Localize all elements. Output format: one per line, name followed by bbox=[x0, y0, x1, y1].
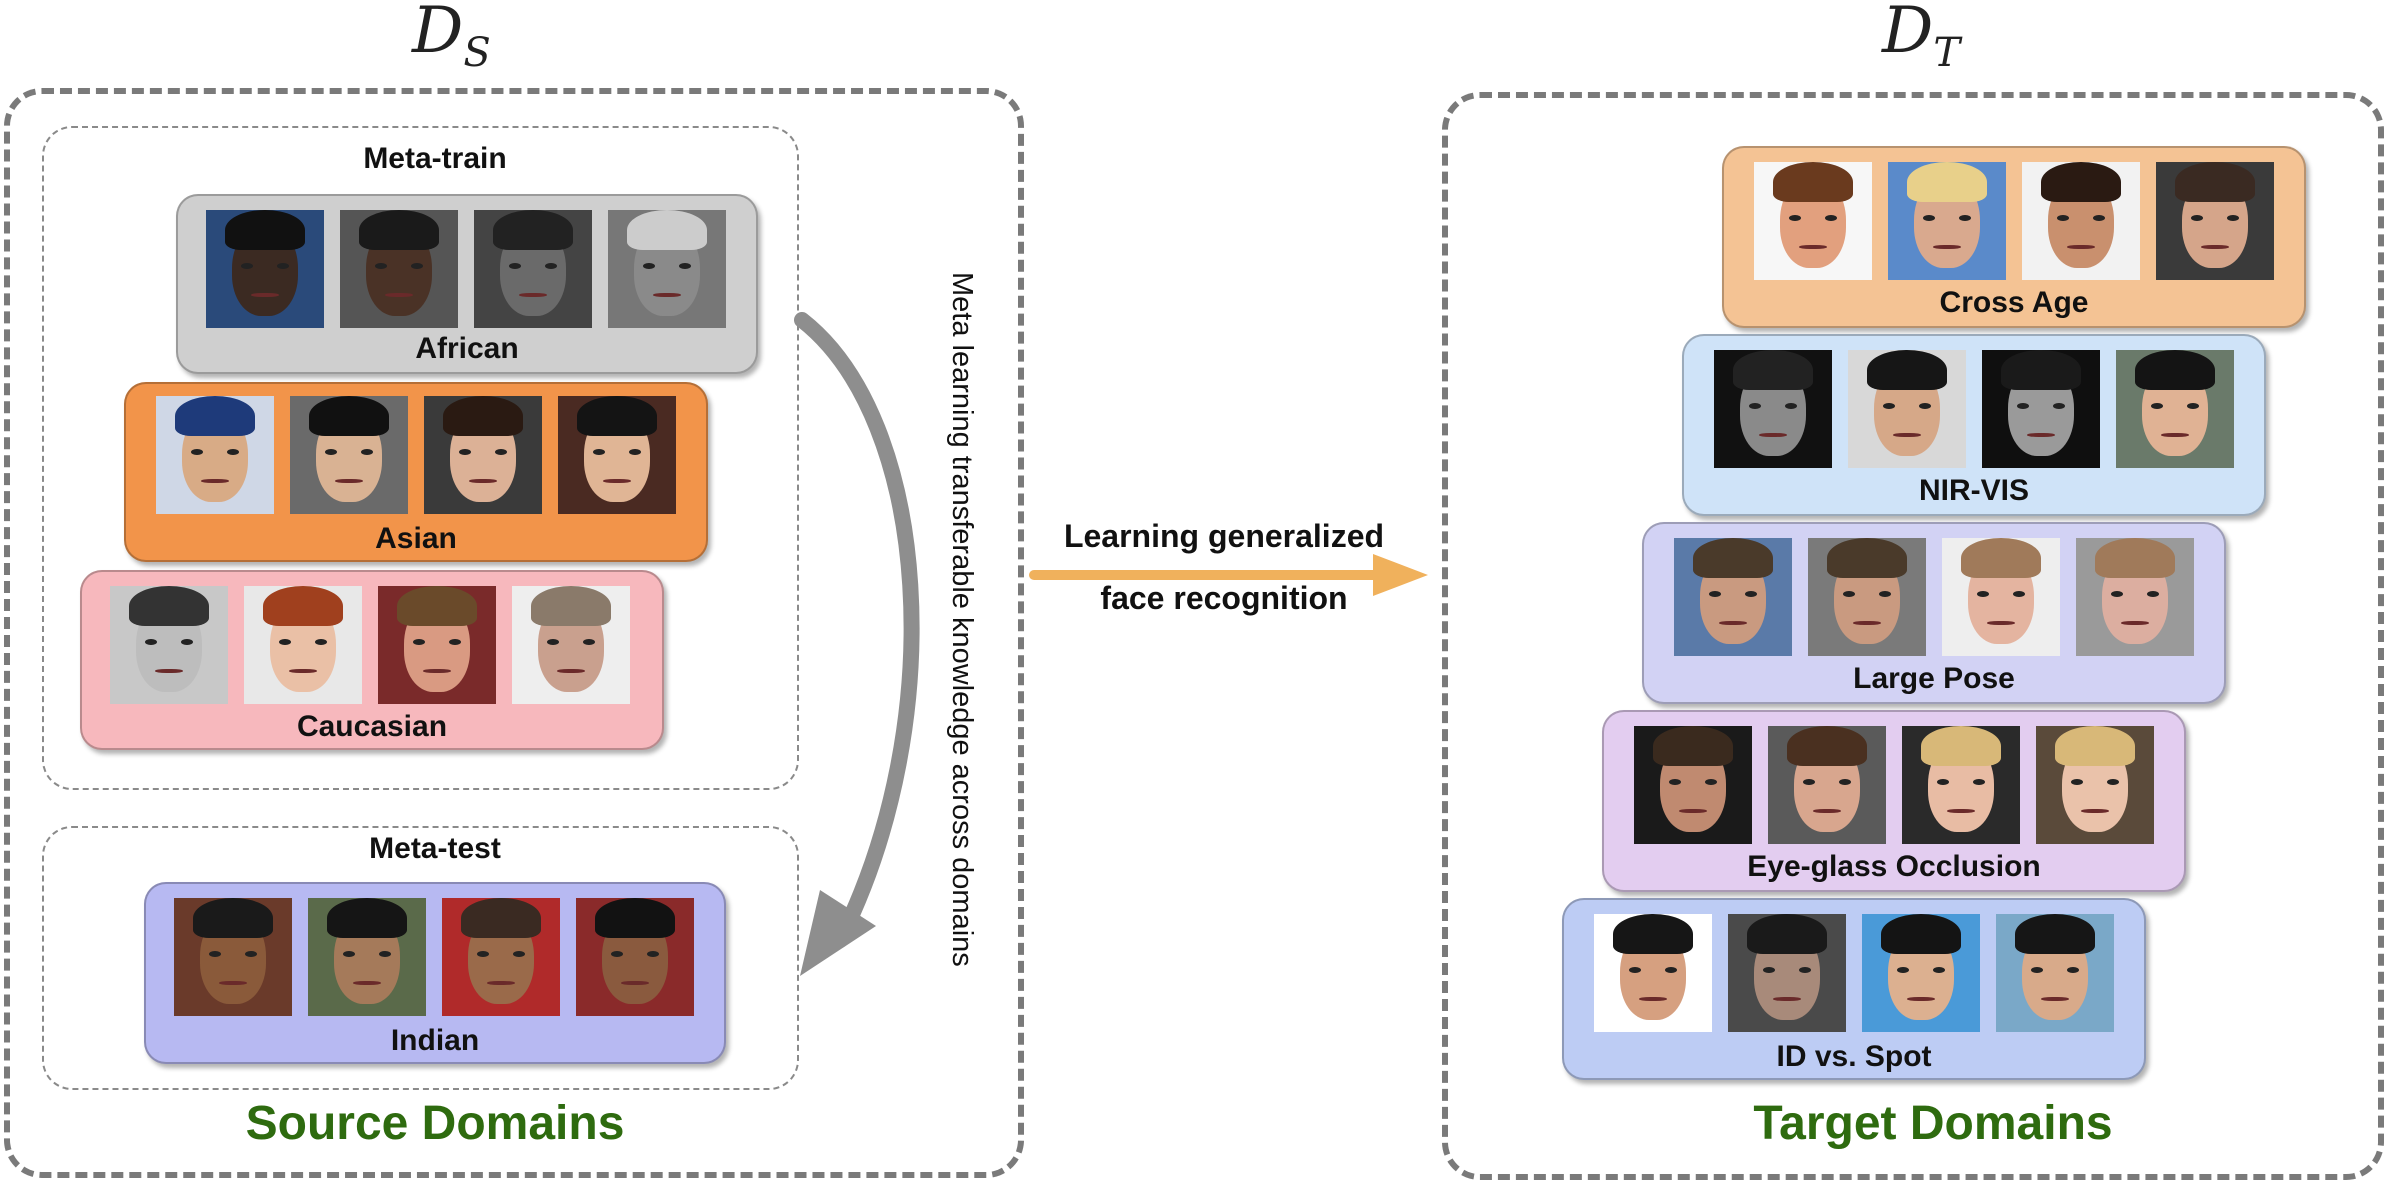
domain-label: NIR-VIS bbox=[1918, 474, 2029, 507]
face-photo bbox=[2076, 538, 2194, 656]
target-domains-panel bbox=[1442, 92, 2384, 1180]
face-photo bbox=[1768, 726, 1886, 844]
domain-label: Caucasian bbox=[296, 710, 448, 743]
meta-train-group bbox=[42, 126, 799, 790]
source-domains-panel bbox=[4, 88, 1024, 1178]
face-photo bbox=[2116, 350, 2234, 468]
meta-test-group bbox=[42, 826, 799, 1090]
face-photo bbox=[2036, 726, 2154, 844]
domain-id-vs-spot: ID vs. Spot bbox=[1562, 898, 2146, 1080]
face-photo bbox=[1674, 538, 1792, 656]
domain-label: Eye-glass Occlusion bbox=[1747, 850, 2041, 883]
face-photo bbox=[156, 396, 274, 514]
domain-label: Asian bbox=[375, 522, 457, 555]
domain-label: Indian bbox=[390, 1024, 480, 1057]
face-photo bbox=[244, 586, 362, 704]
face-photo bbox=[206, 210, 324, 328]
face-photo bbox=[474, 210, 592, 328]
meta-learning-arc-arrow bbox=[794, 312, 920, 976]
face-photo bbox=[1862, 914, 1980, 1032]
domain-eye-glass-occlusion: Eye-glass Occlusion bbox=[1602, 710, 2186, 892]
target-set-subscript: T bbox=[1933, 29, 1960, 76]
domain-caucasian: Caucasian bbox=[80, 570, 664, 750]
domain-african: African bbox=[176, 194, 758, 374]
face-photo bbox=[110, 586, 228, 704]
target-set-symbol: DT bbox=[1882, 0, 1960, 76]
face-photo bbox=[2156, 162, 2274, 280]
domain-asian: Asian bbox=[124, 382, 708, 562]
face-photo bbox=[1942, 538, 2060, 656]
meta-learning-caption: Meta learning transferable knowledge acr… bbox=[946, 272, 978, 967]
domain-label: Cross Age bbox=[1939, 286, 2089, 319]
generalization-arrow bbox=[1029, 554, 1428, 596]
face-photo bbox=[308, 898, 426, 1016]
face-photo bbox=[1888, 162, 2006, 280]
face-photo bbox=[608, 210, 726, 328]
domain-large-pose: Large Pose bbox=[1642, 522, 2226, 704]
face-photo bbox=[512, 586, 630, 704]
face-photo bbox=[1808, 538, 1926, 656]
face-photo bbox=[290, 396, 408, 514]
arrow-label-line1: Learning generalized bbox=[1063, 518, 1385, 554]
domain-nir-vis: NIR-VIS bbox=[1682, 334, 2266, 516]
face-photo bbox=[576, 898, 694, 1016]
domain-cross-age: Cross Age bbox=[1722, 146, 2306, 328]
face-photo bbox=[424, 396, 542, 514]
source-set-symbol: DS bbox=[412, 0, 491, 76]
domain-indian: Indian bbox=[144, 882, 726, 1064]
face-photo bbox=[1634, 726, 1752, 844]
arrow-label-line2: face recognition bbox=[1100, 580, 1348, 616]
face-photo bbox=[2022, 162, 2140, 280]
target-domains-title: Target Domains bbox=[1753, 1097, 2113, 1150]
target-set-letter: D bbox=[1882, 0, 1934, 68]
face-photo bbox=[1902, 726, 2020, 844]
face-photo bbox=[174, 898, 292, 1016]
face-photo bbox=[1754, 162, 1872, 280]
domain-label: Large Pose bbox=[1853, 662, 2015, 695]
face-photo bbox=[1848, 350, 1966, 468]
face-photo bbox=[1594, 914, 1712, 1032]
source-set-letter: D bbox=[412, 0, 464, 68]
meta-train-label: Meta-train bbox=[363, 142, 507, 175]
domain-label: African bbox=[415, 332, 519, 365]
face-photo bbox=[1714, 350, 1832, 468]
source-set-subscript: S bbox=[463, 29, 491, 76]
source-domains-title: Source Domains bbox=[245, 1097, 625, 1150]
face-photo bbox=[442, 898, 560, 1016]
meta-test-label: Meta-test bbox=[369, 832, 501, 865]
face-photo bbox=[1996, 914, 2114, 1032]
domain-label: ID vs. Spot bbox=[1776, 1040, 1932, 1073]
face-photo bbox=[340, 210, 458, 328]
face-photo bbox=[558, 396, 676, 514]
face-photo bbox=[1982, 350, 2100, 468]
face-photo bbox=[1728, 914, 1846, 1032]
face-photo bbox=[378, 586, 496, 704]
